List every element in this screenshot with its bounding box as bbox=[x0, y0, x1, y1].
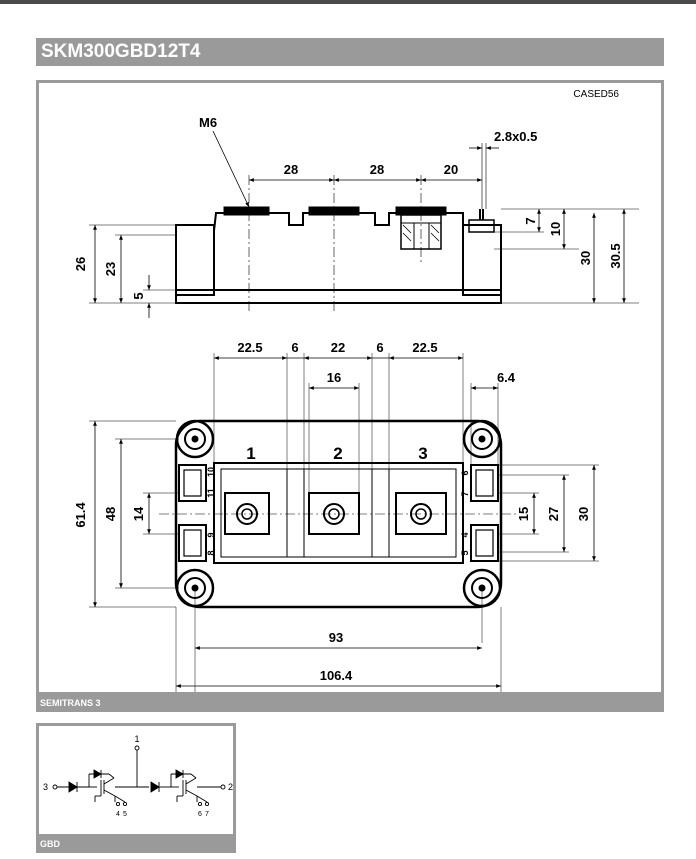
igbt-right bbox=[170, 769, 198, 802]
top-dim-27: 27 bbox=[546, 507, 561, 521]
aux-pin-block-left-top bbox=[178, 464, 207, 502]
side-base-plate bbox=[175, 289, 502, 304]
side-pin-block bbox=[468, 219, 495, 233]
top-dim-15: 15 bbox=[516, 507, 531, 521]
diode-right bbox=[150, 781, 160, 793]
pin-number-11: 11 bbox=[206, 488, 216, 498]
sch-pin-6-label: 6 bbox=[198, 811, 202, 818]
side-dim-7: 7 bbox=[523, 217, 538, 224]
side-dim-26: 26 bbox=[73, 257, 88, 271]
sch-pin-4-label: 4 bbox=[116, 811, 120, 818]
pin-number-7: 7 bbox=[460, 491, 470, 496]
pin-number-8: 8 bbox=[206, 550, 216, 555]
terminal-pad-1 bbox=[224, 492, 270, 535]
case-label: CASED56 bbox=[573, 89, 619, 100]
pin-number-10: 10 bbox=[206, 467, 216, 477]
mounting-hole-tl bbox=[175, 419, 215, 459]
terminal-label-3: 3 bbox=[418, 444, 427, 463]
sch-terminal-2-label: 2 bbox=[228, 782, 233, 792]
dimension-drawing-panel: CASED56 bbox=[36, 80, 664, 712]
top-dim-14: 14 bbox=[131, 506, 146, 521]
pin-size-label: 2.8x0.5 bbox=[494, 129, 537, 144]
top-dim-30: 30 bbox=[576, 507, 591, 521]
diode-left bbox=[68, 781, 78, 793]
sch-pin-7-label: 7 bbox=[205, 811, 209, 818]
thread-label: M6 bbox=[199, 115, 217, 130]
side-dim-28b: 28 bbox=[370, 162, 384, 177]
circuit-schematic: 1 2 3 4 5 6 7 bbox=[43, 734, 233, 818]
side-dim-20: 20 bbox=[444, 162, 458, 177]
side-right-block bbox=[462, 224, 502, 296]
terminal-label-1: 1 bbox=[246, 444, 255, 463]
top-bar bbox=[0, 0, 696, 4]
schematic-label: GBD bbox=[40, 839, 60, 849]
igbt-left bbox=[88, 769, 116, 802]
package-label: SEMITRANS 3 bbox=[40, 698, 101, 708]
top-view bbox=[89, 353, 599, 693]
sch-terminal-3-label: 3 bbox=[43, 782, 48, 792]
terminal-3-node bbox=[52, 784, 58, 790]
top-dim-93: 93 bbox=[329, 630, 343, 645]
top-dim-106-4: 106.4 bbox=[320, 668, 353, 683]
side-terminal-nut-1 bbox=[223, 206, 270, 216]
top-dim-16: 16 bbox=[327, 370, 341, 385]
side-housing bbox=[213, 212, 464, 291]
sch-pin-5-label: 5 bbox=[123, 811, 127, 818]
top-dim-22: 22 bbox=[331, 340, 345, 355]
pin-5-node bbox=[122, 801, 128, 807]
pin-6-node bbox=[197, 801, 203, 807]
terminal-label-2: 2 bbox=[333, 444, 342, 463]
schematic-panel: 1 2 3 4 5 6 7 GBD bbox=[36, 723, 236, 853]
side-left-block bbox=[175, 224, 215, 296]
side-dim-30-5: 30.5 bbox=[608, 243, 623, 268]
side-dim-5: 5 bbox=[131, 292, 146, 299]
top-dim-6b: 6 bbox=[376, 340, 383, 355]
aux-pin-block-left-bottom bbox=[178, 524, 207, 562]
page-title: SKM300GBD12T4 bbox=[36, 38, 664, 66]
sch-terminal-1-label: 1 bbox=[134, 734, 139, 744]
side-dim-10: 10 bbox=[548, 222, 563, 236]
dimension-drawing-area: CASED56 bbox=[39, 83, 661, 693]
dimension-drawing: CASED56 bbox=[73, 89, 639, 693]
side-dim-30: 30 bbox=[578, 251, 593, 265]
pin-number-6: 6 bbox=[460, 470, 470, 475]
top-dim-61-4: 61.4 bbox=[73, 502, 88, 528]
top-dim-6-4: 6.4 bbox=[497, 370, 516, 385]
pin-number-5: 5 bbox=[460, 550, 470, 555]
aux-pin-block-right-top bbox=[470, 464, 499, 502]
terminal-2-node bbox=[220, 784, 226, 790]
top-dim-22-5b: 22.5 bbox=[412, 340, 437, 355]
top-dim-6a: 6 bbox=[291, 340, 298, 355]
pin-number-4: 4 bbox=[460, 532, 470, 537]
mounting-hole-tr bbox=[462, 419, 502, 459]
schematic-area: 1 2 3 4 5 6 7 bbox=[39, 726, 233, 834]
side-dim-28a: 28 bbox=[284, 162, 298, 177]
pin-7-node bbox=[204, 801, 210, 807]
terminal-pad-2 bbox=[308, 492, 360, 535]
side-dim-23: 23 bbox=[103, 262, 118, 276]
top-dim-22-5a: 22.5 bbox=[237, 340, 262, 355]
side-view bbox=[89, 130, 639, 318]
pin-4-node bbox=[115, 801, 121, 807]
pin-number-9: 9 bbox=[206, 532, 216, 537]
housing-top bbox=[213, 462, 464, 564]
top-dim-48: 48 bbox=[103, 507, 118, 521]
aux-pin-block-right-bottom bbox=[470, 524, 499, 562]
terminal-1-node bbox=[134, 745, 140, 751]
terminal-pad-3 bbox=[395, 492, 447, 535]
